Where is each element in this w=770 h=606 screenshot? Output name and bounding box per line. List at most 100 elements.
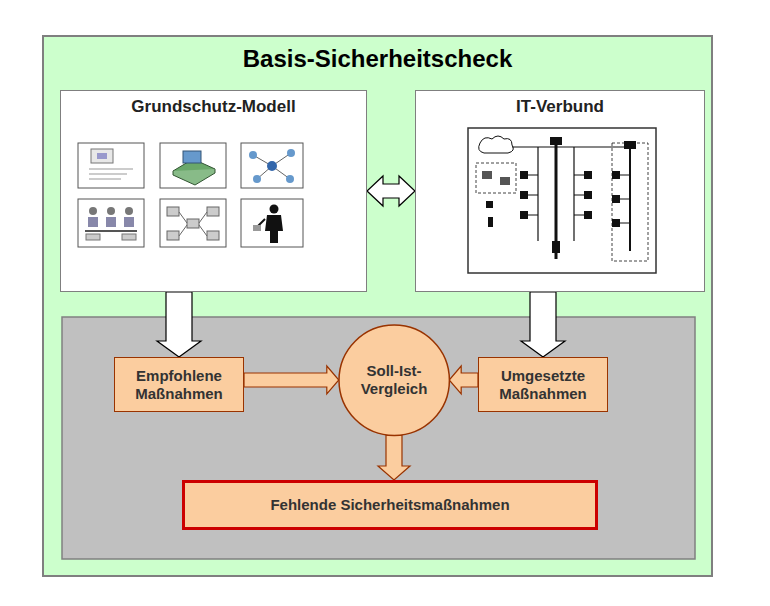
- illustration-part: [89, 169, 133, 170]
- illustration-part: [267, 161, 277, 171]
- model-icons: [61, 91, 358, 293]
- illustration-part: [107, 207, 115, 215]
- icon-network: [241, 143, 303, 188]
- illustration-part: [86, 234, 100, 240]
- illustration-part: [552, 241, 560, 253]
- illustration-part: [241, 199, 303, 247]
- check-panel: Basis-Sicherheitscheck: [42, 35, 713, 577]
- result-box: Fehlende Sicherheitsmaßnahmen: [182, 480, 598, 530]
- illustration-part: [122, 234, 136, 240]
- node-heading: Umgesetzte Maßnahmen: [479, 367, 607, 403]
- illustration-part: [179, 225, 187, 236]
- illustration-part: [488, 217, 493, 227]
- illustration-part: [612, 219, 620, 227]
- node-heading: IT-Verbund: [416, 97, 704, 117]
- illustration-part: [89, 179, 121, 180]
- illustration-part: [241, 143, 303, 188]
- node-heading: Basis-Sicherheitscheck: [44, 45, 711, 74]
- illustration-part: [537, 147, 538, 241]
- illustration-part: [89, 207, 97, 215]
- illustration-part: [612, 195, 620, 203]
- illustration-part: [199, 225, 207, 236]
- illustration-part: [286, 175, 294, 183]
- icon-workstations: [160, 199, 226, 247]
- node-heading: Fehlende Sicherheitsmaßnahmen: [264, 496, 515, 514]
- illustration-part: [253, 175, 261, 183]
- illustration-part: [482, 171, 492, 179]
- illustration-part: [91, 149, 113, 163]
- illustration-part: [584, 171, 592, 179]
- illustration-part: [160, 143, 226, 188]
- icon-threats: [78, 143, 144, 188]
- plan-frame: [468, 128, 656, 273]
- illustration-part: [584, 211, 592, 219]
- illustration-part: [550, 137, 562, 145]
- illustration-part: [167, 231, 179, 240]
- illustration-part: [584, 191, 592, 199]
- illustration-part: [207, 207, 219, 216]
- icon-people: [78, 199, 144, 247]
- block-arrow: [449, 366, 478, 394]
- illustration-part: [620, 199, 630, 200]
- illustration-part: [620, 223, 630, 224]
- illustration-part: [500, 177, 510, 185]
- illustration-part: [89, 174, 127, 175]
- illustration-part: [624, 141, 636, 149]
- illustration-part: [528, 215, 538, 216]
- illustration-part: [574, 195, 584, 196]
- illustration-part: [486, 201, 493, 208]
- illustration-part: [124, 217, 134, 227]
- block-arrow: [244, 366, 339, 394]
- icon-person: [241, 199, 303, 247]
- illustration-part: [476, 163, 516, 193]
- illustration-part: [520, 171, 528, 179]
- illustration-part: [253, 225, 261, 231]
- block-arrow: [367, 176, 415, 206]
- illustration-part: [287, 149, 295, 157]
- illustration-part: [85, 230, 137, 232]
- illustration-part: [265, 215, 283, 243]
- illustration-part: [207, 231, 219, 240]
- process-box: Umgesetzte Maßnahmen: [478, 357, 608, 412]
- icon-computer: [160, 143, 226, 188]
- illustration-part: [97, 153, 107, 159]
- illustration-part: [78, 143, 144, 188]
- node-heading: Grundschutz-Modell: [61, 97, 366, 117]
- illustration-part: [173, 169, 215, 185]
- block-arrow: [378, 435, 410, 480]
- circle-shape: [339, 325, 449, 435]
- model-box: Grundschutz-Modell: [60, 90, 367, 292]
- illustration-part: [187, 219, 199, 228]
- block-arrow: [521, 292, 565, 357]
- illustration-part: [573, 147, 574, 241]
- illustration-part: [528, 175, 538, 176]
- plan-drawing: [476, 136, 648, 261]
- node-heading: Soll-Ist- Vergleich: [345, 362, 443, 398]
- block-arrow: [157, 292, 201, 357]
- illustration-part: [78, 199, 144, 247]
- illustration-part: [520, 211, 528, 219]
- illustration-part: [574, 175, 584, 176]
- illustration-part: [125, 207, 133, 215]
- illustration-part: [620, 175, 630, 176]
- process-box: Empfohlene Maßnahmen: [114, 357, 244, 412]
- illustration-part: [183, 151, 201, 163]
- grey-panel: [62, 317, 695, 559]
- illustration-part: [160, 199, 226, 247]
- illustration-part: [88, 217, 98, 227]
- illustration-part: [249, 151, 257, 159]
- illustration-part: [106, 217, 116, 227]
- illustration-part: [612, 143, 648, 261]
- illustration-part: [479, 136, 514, 153]
- compare-circle: Soll-Ist- Vergleich: [338, 324, 450, 436]
- network-plan: [416, 91, 696, 293]
- node-heading: Empfohlene Maßnahmen: [115, 367, 243, 403]
- illustration-part: [574, 215, 584, 216]
- illustration-part: [528, 195, 538, 196]
- plan-devices: [482, 137, 636, 253]
- illustration-part: [520, 191, 528, 199]
- illustration-part: [199, 212, 207, 223]
- illustration-part: [512, 146, 556, 147]
- illustration-part: [270, 205, 279, 214]
